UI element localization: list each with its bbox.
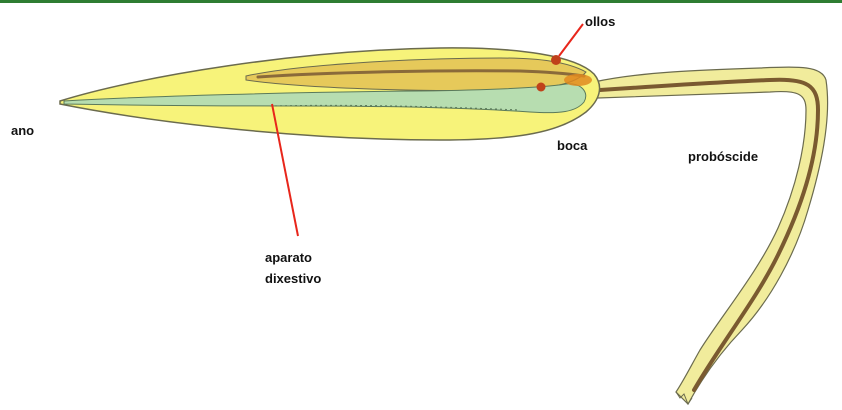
top-border-rule	[0, 0, 842, 3]
label-mouth: boca	[557, 138, 588, 153]
worm-body	[60, 48, 600, 140]
proboscis-structure	[594, 67, 828, 404]
label-proboscis: probóscide	[688, 149, 758, 164]
proboscis-outer	[594, 67, 828, 404]
label-digestive-line1: aparato	[265, 250, 312, 265]
eye-spot-lower	[537, 83, 546, 92]
mouth-spot	[564, 74, 592, 86]
label-digestive-line2: dixestivo	[265, 271, 321, 286]
eye-spot-upper	[551, 55, 561, 65]
label-anus: ano	[11, 123, 34, 138]
eyes-pointer-line	[559, 24, 583, 56]
label-eyes: ollos	[585, 14, 615, 29]
